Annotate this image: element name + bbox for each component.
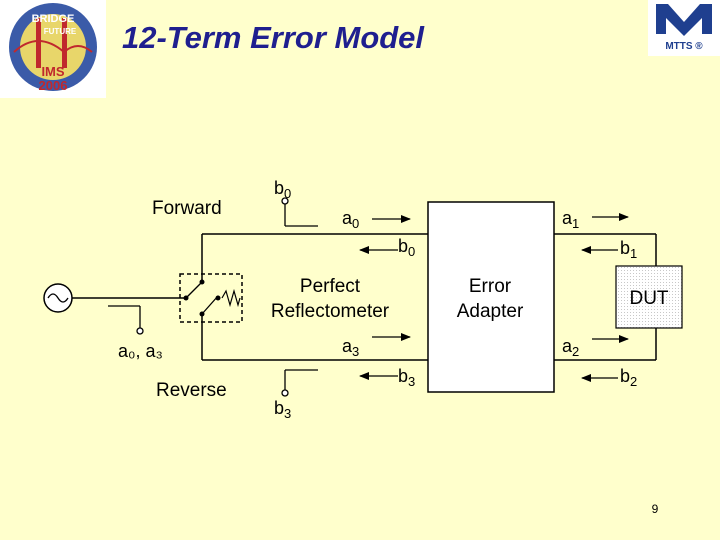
- error-adapter-box: [427, 201, 555, 393]
- a2-sub: 2: [572, 344, 579, 359]
- b3-sub: 3: [408, 374, 415, 389]
- bridge-cable: [13, 40, 93, 54]
- mtts-logo-graphic: MTTS ®: [656, 4, 712, 52]
- a0-sub: 0: [352, 216, 359, 231]
- source-wave-label: a₀, a₃: [118, 341, 163, 361]
- b3-tap-port: [281, 389, 289, 397]
- b0-top-base: b: [274, 178, 284, 198]
- b0-top-label: b0: [274, 178, 291, 201]
- ims2006-logo: BRIDGE FUTURE IMS 2006: [0, 0, 106, 98]
- forward-label: Forward: [152, 198, 222, 219]
- bridge-tower-right: [62, 18, 67, 68]
- reflectometer-label-line1: Perfect: [300, 276, 361, 297]
- a3-base: a: [342, 336, 353, 356]
- a1-sub: 1: [572, 216, 579, 231]
- switch-dashed-box: [179, 273, 243, 323]
- logo-text-future: FUTURE: [44, 27, 77, 36]
- a1-label: a1: [562, 208, 579, 231]
- b2-sub: 2: [630, 374, 637, 389]
- source-tap-port: [136, 327, 144, 335]
- a0-label: a0: [342, 208, 359, 231]
- a2-label: a2: [562, 336, 579, 359]
- a3-sub: 3: [352, 344, 359, 359]
- mtts-text: MTTS ®: [665, 41, 703, 52]
- a1-base: a: [562, 208, 573, 228]
- termination-resistor-icon: [221, 288, 241, 308]
- page-number: 9: [651, 502, 659, 516]
- a0-base: a: [342, 208, 353, 228]
- logo-text-bridge: BRIDGE: [32, 13, 75, 25]
- dut-label: DUT: [629, 288, 668, 309]
- switch-contact-top: [199, 279, 205, 285]
- slide-title: 12-Term Error Model: [122, 20, 425, 55]
- switch-arm-right: [201, 295, 219, 315]
- adapter-label-line1: Error: [469, 276, 512, 297]
- b1-base: b: [620, 238, 630, 258]
- reflectometer-label-line2: Reflectometer: [271, 301, 390, 322]
- dut-box: [615, 265, 683, 329]
- adapter-label-line2: Adapter: [457, 301, 524, 322]
- b3-base: b: [398, 366, 408, 386]
- sine-wave-icon: [47, 293, 69, 303]
- b2-label: b2: [620, 366, 637, 389]
- b0-base: b: [398, 236, 408, 256]
- b1-label: b1: [620, 238, 637, 261]
- b3-bottom-label: b3: [274, 398, 291, 421]
- a2-base: a: [562, 336, 573, 356]
- a3-label: a3: [342, 336, 359, 359]
- switch-arm-left: [185, 281, 203, 299]
- bridge-tower-left: [36, 18, 41, 68]
- switch-pivot-right: [215, 295, 221, 301]
- b2-base: b: [620, 366, 630, 386]
- b0-label: b0: [398, 236, 415, 259]
- reverse-label: Reverse: [156, 380, 227, 401]
- b3-bottom-sub: 3: [284, 406, 291, 421]
- mtts-emblem: [656, 4, 712, 36]
- mtts-logo: MTTS ®: [648, 0, 720, 56]
- b3-bottom-base: b: [274, 398, 284, 418]
- b0-sub: 0: [408, 244, 415, 259]
- b0-top-sub: 0: [284, 186, 291, 201]
- logo-text-ims: IMS: [41, 64, 64, 79]
- logo-text-2006: 2006: [39, 78, 68, 93]
- b1-sub: 1: [630, 246, 637, 261]
- ims-logo-graphic: BRIDGE FUTURE IMS 2006: [9, 3, 97, 93]
- b3-label: b3: [398, 366, 415, 389]
